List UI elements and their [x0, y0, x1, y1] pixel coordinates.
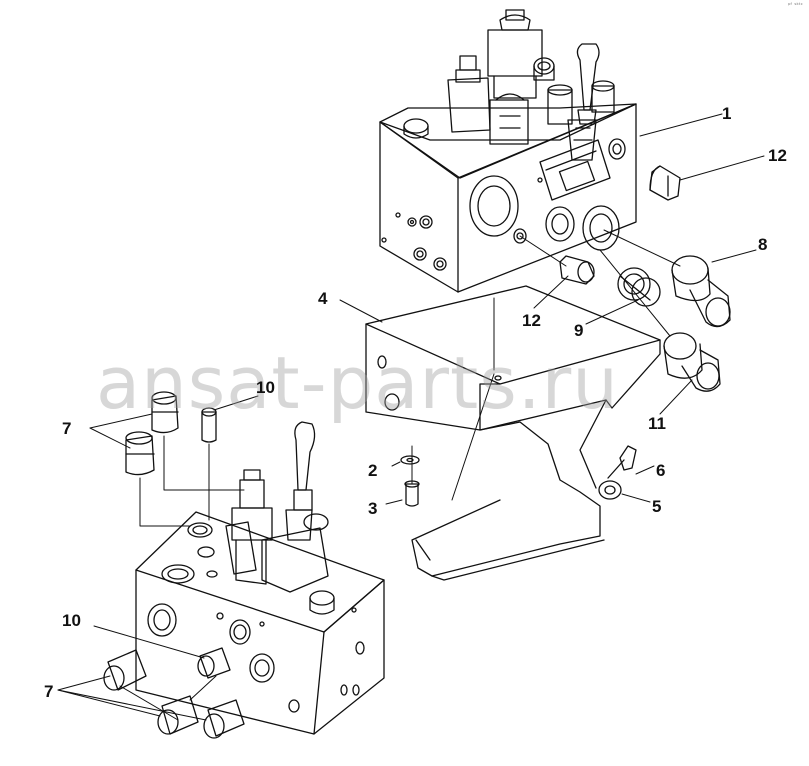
callout-4: 4 [318, 289, 328, 308]
callout-10: 10 [256, 378, 275, 397]
elbow-fitting-upper [671, 255, 731, 328]
upper-valve-block [379, 9, 637, 293]
callout-7: 7 [62, 419, 72, 438]
leader-lines-lower [57, 395, 259, 721]
callout-1: 1 [722, 104, 732, 123]
callout-9: 9 [574, 321, 584, 340]
callout-2: 2 [368, 461, 378, 480]
callout-12: 12 [768, 146, 787, 165]
callout-6: 6 [656, 461, 666, 480]
corner-mark: ᵖᶠ ˢᵏᵗᶜ [787, 2, 803, 9]
callout-12-lower: 12 [522, 311, 541, 330]
callout-7-lower: 7 [44, 682, 54, 701]
elbow-fitting-lower [663, 332, 721, 392]
fittings-lower-left [103, 647, 245, 739]
callout-11: 11 [648, 414, 666, 433]
callout-5: 5 [652, 497, 662, 516]
mounting-bracket [365, 285, 661, 581]
plug-upper [649, 165, 681, 201]
leader-lines-upper [339, 113, 765, 505]
small-washer-and-bolt [598, 445, 637, 500]
adapter-fitting [617, 267, 661, 307]
washer-and-bolt [400, 455, 420, 507]
fittings-upper-left [125, 391, 217, 476]
lower-valve-block [135, 421, 385, 735]
plug-lower [559, 255, 595, 285]
callout-10-lower: 10 [62, 611, 81, 630]
callout-3: 3 [368, 499, 378, 518]
callout-8: 8 [758, 235, 768, 254]
